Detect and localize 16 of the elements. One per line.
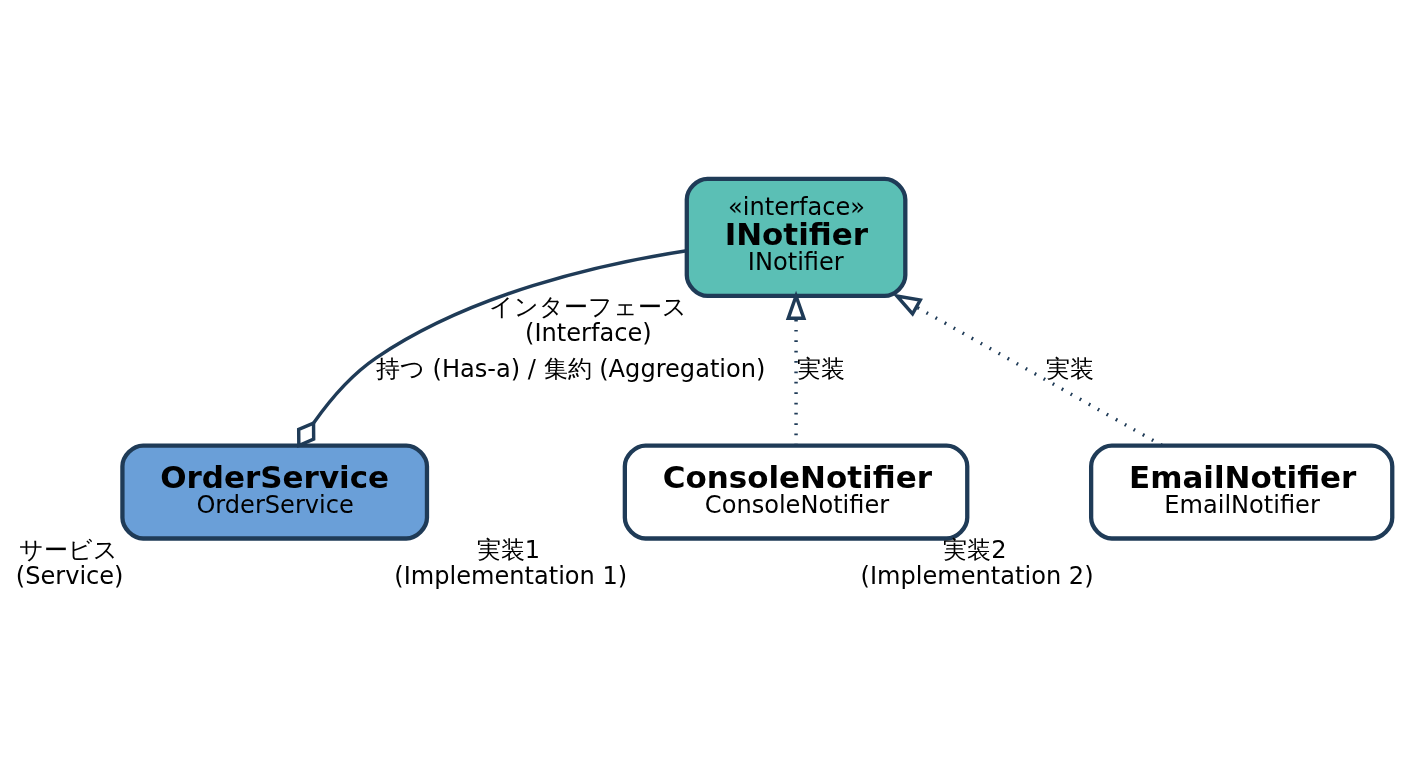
node-label: (Service) <box>15 561 124 590</box>
node-box: «interface» INotifier INotifier <box>684 176 908 298</box>
node-label: (Interface) <box>525 318 652 347</box>
node-label: (Implementation 2) <box>860 561 1094 590</box>
node-label: (Implementation 1) <box>394 561 628 590</box>
node-label: インターフェース <box>488 292 687 321</box>
node-box: EmailNotifier EmailNotifier <box>1089 442 1395 541</box>
node-box: OrderService OrderService <box>120 442 430 541</box>
edge-label: 実装 <box>797 354 845 383</box>
arrow <box>785 290 807 445</box>
node-label: 実装1 <box>476 535 541 564</box>
arrow <box>892 292 1163 447</box>
edge-label: 持つ (Has-a) / 集約 (Aggregation) <box>375 354 766 383</box>
node-label: サービス <box>19 535 119 564</box>
edge-label: 実装 <box>1046 354 1095 383</box>
connector <box>296 248 687 448</box>
